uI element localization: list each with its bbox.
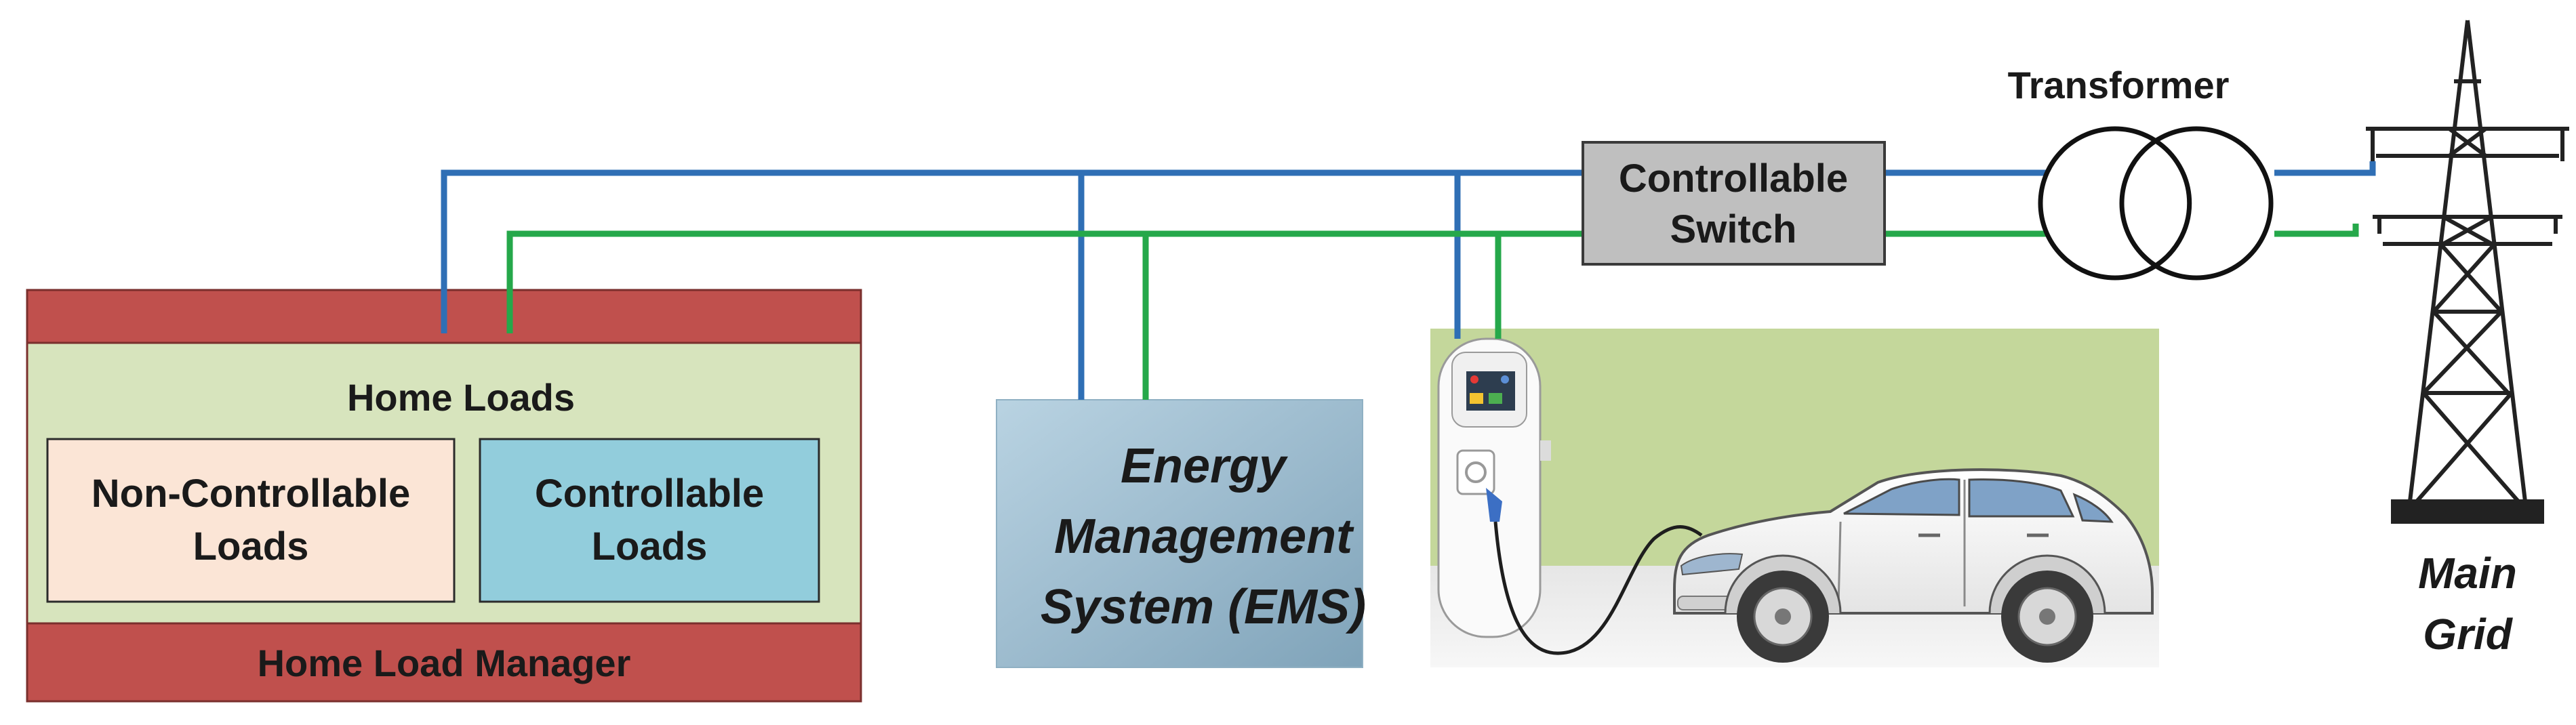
comm-line-transformer-to-grid <box>2274 224 2359 237</box>
controllable-loads-label-2: Loads <box>592 524 708 568</box>
non-controllable-loads-box <box>46 438 456 603</box>
controllable-loads-box <box>479 438 820 603</box>
controllable-loads-label-1: Controllable <box>535 472 764 516</box>
main-grid-label-1: Main <box>2418 549 2517 598</box>
comm-line-main <box>506 230 1583 333</box>
ems-label-3: System (EMS) <box>1041 580 1366 634</box>
controllable-switch-label-2: Switch <box>1670 207 1797 251</box>
comm-line-network <box>506 224 2359 400</box>
transformer-coil-right-icon <box>2119 126 2274 281</box>
home-loads-title: Home Loads <box>347 376 575 419</box>
controllable-switch-block: Controllable Switch <box>1582 141 1886 266</box>
ems-label-2: Management <box>1054 510 1354 564</box>
power-line-main <box>441 169 1583 333</box>
power-line-transformer-to-grid <box>2274 161 2376 176</box>
power-line-network <box>441 161 2376 400</box>
ev-charging-scene <box>1430 329 2159 667</box>
transformer-block: Transformer <box>2008 64 2274 281</box>
charging-cable <box>1493 521 1703 655</box>
charging-station-icon <box>1437 337 1551 638</box>
controllable-switch-box <box>1582 141 1886 266</box>
home-load-manager-block: Home Loads Non-Controllable Loads Contro… <box>26 289 862 703</box>
transformer-label: Transformer <box>2008 64 2230 106</box>
car-rear-wheel-icon <box>2001 571 2093 663</box>
ems-block: Energy Management System (EMS) <box>996 399 1366 668</box>
non-controllable-loads-label-2: Loads <box>193 524 309 568</box>
manager-bottom-bar <box>26 622 862 703</box>
ems-box <box>996 399 1363 668</box>
transmission-tower-icon <box>2366 20 2569 524</box>
home-load-manager-label: Home Load Manager <box>258 642 631 684</box>
non-controllable-loads-label-1: Non-Controllable <box>92 472 410 516</box>
controllable-switch-label-1: Controllable <box>1619 157 1848 201</box>
main-grid-label-group: Main Grid <box>2418 549 2517 659</box>
main-grid-label-2: Grid <box>2423 610 2513 659</box>
car-front-wheel-icon <box>1737 571 1829 663</box>
ems-label-1: Energy <box>1121 439 1289 493</box>
